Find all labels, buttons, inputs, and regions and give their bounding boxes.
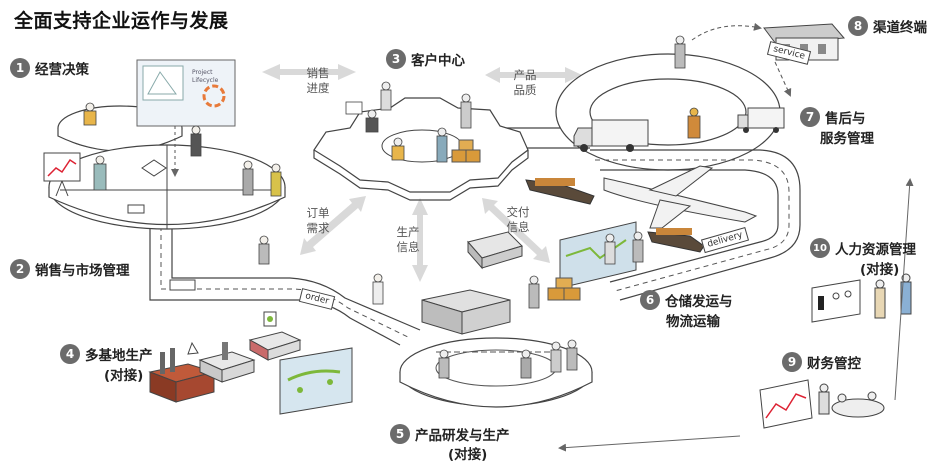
module-label-customer-center: 3 客户中心 <box>386 49 465 69</box>
service-van <box>737 107 785 133</box>
module-name: 多基地生产 <box>85 348 153 364</box>
flow-text: 订单 <box>306 206 330 220</box>
connector-arrows <box>558 178 914 452</box>
sales-chart-easel <box>43 152 81 197</box>
module-number-badge: 8 <box>848 16 868 36</box>
people-figures <box>83 102 384 305</box>
flow-text: 进度 <box>306 81 330 95</box>
decision-platform <box>48 105 286 230</box>
flow-text: 销售 <box>306 66 330 80</box>
module-number-badge: 9 <box>782 352 802 372</box>
hr-area <box>811 273 912 323</box>
panel-text-2: Lifecycle <box>192 77 219 84</box>
module-name: 售后与 <box>825 111 866 127</box>
module-sub-multi-site-production: (对接) <box>104 368 144 384</box>
module-label-warehouse-logistics: 6 仓储发运与 <box>640 290 733 310</box>
module-number-badge: 10 <box>810 238 830 258</box>
module-number-badge: 5 <box>390 424 410 444</box>
module-label-after-sales: 7 售后与 <box>800 107 866 127</box>
factory-building <box>421 289 511 335</box>
flow-label-sales-progress: 销售 进度 <box>298 66 338 96</box>
flow-label-production-info: 生产 信息 <box>388 225 428 255</box>
module-label-hr: 10 人力资源管理 <box>810 238 916 258</box>
flow-text: 信息 <box>506 220 530 234</box>
flow-label-product-quality: 产品 品质 <box>505 68 545 98</box>
warehouse-workers <box>528 231 644 309</box>
gear-crates <box>451 139 481 163</box>
shipping-loop-road <box>555 53 781 171</box>
service-people <box>674 35 701 139</box>
stairs <box>169 279 196 291</box>
module-sub-after-sales: 服务管理 <box>820 131 874 147</box>
module-label-sales-marketing: 2 销售与市场管理 <box>10 259 130 279</box>
assembly-workers <box>438 339 578 379</box>
flow-arrows <box>262 64 582 282</box>
flow-text: 产品 <box>513 68 537 82</box>
multi-site-factories <box>148 311 302 403</box>
module-number-badge: 2 <box>10 259 30 279</box>
module-name: 仓储发运与 <box>665 294 733 310</box>
flow-label-order-demand: 订单 需求 <box>298 206 338 236</box>
device-module <box>467 231 523 270</box>
small-building <box>127 204 145 214</box>
flow-text: 需求 <box>306 221 330 235</box>
flow-text: 交付 <box>506 205 530 219</box>
module-number-badge: 3 <box>386 49 406 69</box>
road-lane-dashes <box>160 159 790 339</box>
module-name: 渠道终端 <box>873 20 927 36</box>
finance-area <box>759 379 885 429</box>
panel-text-1: Project <box>192 69 213 76</box>
project-lifecycle-panel: Project Lifecycle <box>136 59 236 127</box>
module-name: 财务管控 <box>807 356 861 372</box>
warehouse-crates <box>547 277 581 301</box>
module-sub-hr: (对接) <box>860 262 900 278</box>
flow-label-delivery-info: 交付 信息 <box>498 205 538 235</box>
module-number-badge: 7 <box>800 107 820 127</box>
module-label-rd-production: 5 产品研发与生产 <box>390 424 510 444</box>
module-name: 经营决策 <box>35 62 89 78</box>
module-number-badge: 4 <box>60 344 80 364</box>
delivery-truck <box>573 119 649 152</box>
page-title: 全面支持企业运作与发展 <box>14 10 229 32</box>
module-label-channel-terminal: 8 渠道终端 <box>848 16 927 36</box>
flow-text: 生产 <box>396 225 420 239</box>
cargo-ships <box>525 178 705 253</box>
module-label-decision: 1 经营决策 <box>10 58 89 78</box>
map-board <box>279 347 353 415</box>
module-name: 销售与市场管理 <box>35 263 130 279</box>
module-sub-warehouse-logistics: 物流运输 <box>666 314 720 330</box>
flow-text: 信息 <box>396 240 420 254</box>
production-ring <box>399 337 593 408</box>
flow-text: 品质 <box>513 83 537 97</box>
module-label-finance: 9 财务管控 <box>782 352 861 372</box>
module-number-badge: 6 <box>640 290 660 310</box>
module-label-multi-site-production: 4 多基地生产 <box>60 344 153 364</box>
module-name: 客户中心 <box>411 53 465 69</box>
call-center-agents <box>345 81 472 163</box>
cargo-plane <box>603 165 758 229</box>
module-name: 人力资源管理 <box>835 242 916 258</box>
module-number-badge: 1 <box>10 58 30 78</box>
module-sub-rd-production: (对接) <box>448 447 488 463</box>
module-name: 产品研发与生产 <box>415 428 510 444</box>
